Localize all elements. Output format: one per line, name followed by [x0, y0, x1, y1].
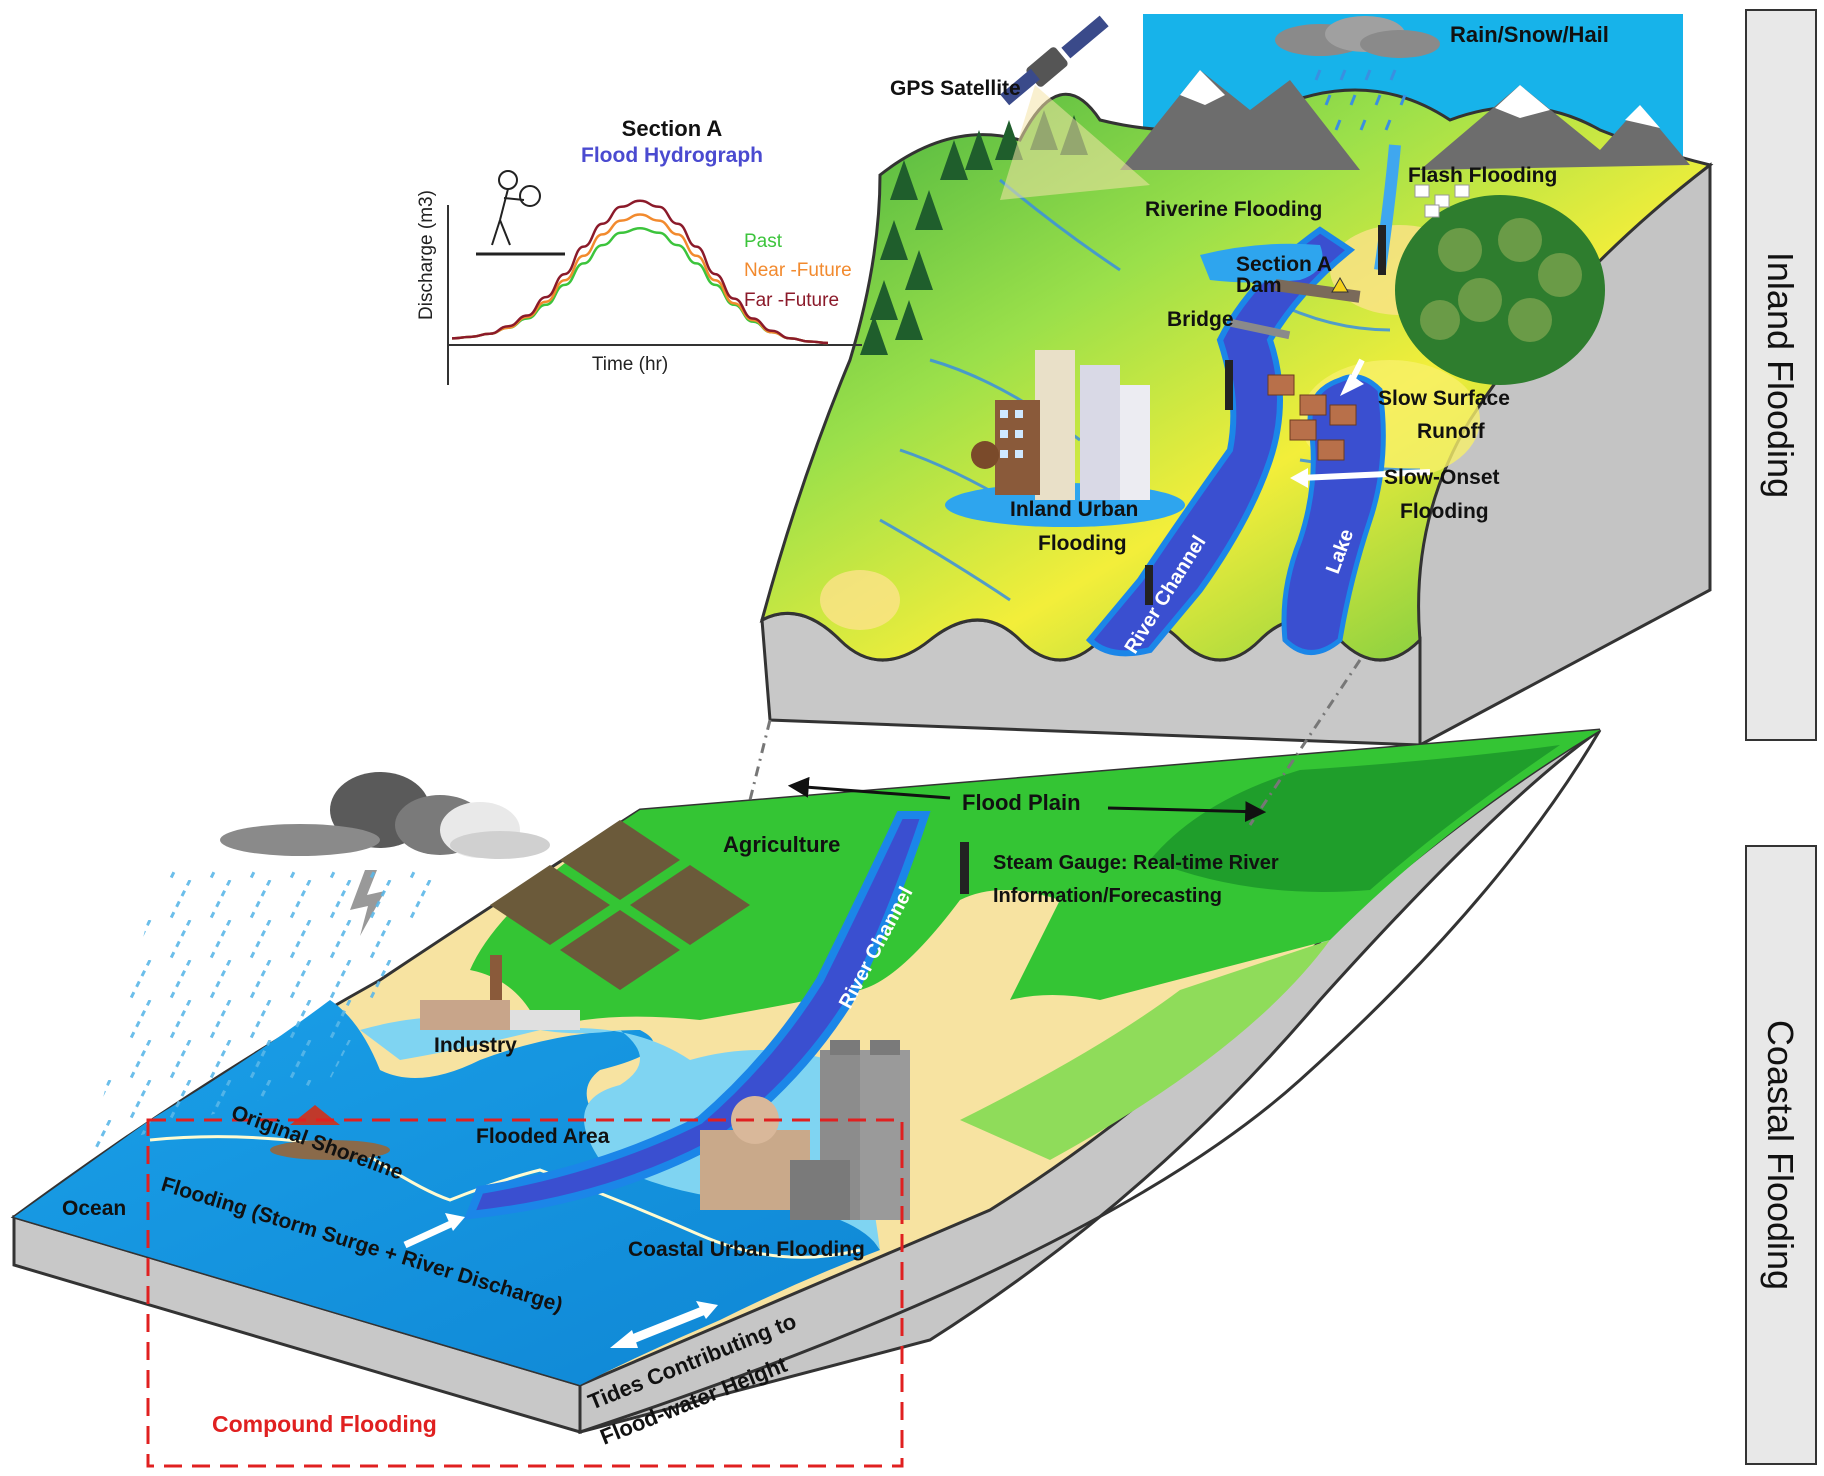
- inland-block: [759, 14, 1714, 748]
- side-panel-coastal-text: Coastal Flooding: [1760, 1020, 1801, 1290]
- label-compound: Compound Flooding: [212, 1411, 437, 1437]
- hydrograph-series-1: [451, 213, 829, 345]
- slow-onset-arrow: [1299, 469, 1431, 481]
- label-flash: Flash Flooding: [1408, 164, 1557, 187]
- label-stream-gauge-1: Steam Gauge: Real-time River: [993, 852, 1279, 874]
- legend-near-future: Near -Future: [744, 260, 852, 281]
- label-riverine: Riverine Flooding: [1145, 198, 1322, 221]
- side-panel-inland: Inland Flooding: [1745, 9, 1817, 741]
- hydrograph: Section A Flood Hydrograph Discharge (m3…: [416, 116, 862, 385]
- bridge: [1229, 318, 1291, 340]
- hydrograph-xlabel: Time (hr): [592, 354, 668, 375]
- hydrograph-lines: [451, 199, 829, 345]
- surge-arrow: [403, 1218, 457, 1249]
- label-dam: Dam: [1236, 274, 1282, 297]
- rain-cloud: [1275, 16, 1440, 131]
- storm-cloud: [90, 772, 550, 1150]
- label-flood-plain: Flood Plain: [962, 790, 1081, 815]
- label-agriculture: Agriculture: [723, 832, 840, 857]
- label-stream-gauge-2: Information/Forecasting: [993, 885, 1222, 907]
- label-rain: Rain/Snow/Hail: [1450, 22, 1609, 47]
- compound-flooding-box: [146, 1118, 904, 1468]
- houses-flash: [1414, 184, 1470, 218]
- gps-satellite-icon: [1000, 15, 1150, 200]
- label-slow-runoff-2: Runoff: [1417, 420, 1486, 443]
- dam: [1274, 279, 1361, 303]
- flood-plain-guide-left: [748, 719, 772, 801]
- tides-arrow: [623, 1305, 707, 1347]
- label-industry: Industry: [434, 1034, 517, 1057]
- label-slow-onset-2: Flooding: [1400, 500, 1489, 523]
- warning-icon: [1331, 276, 1349, 293]
- coastal-block: [10, 728, 1602, 1435]
- inland-city: [945, 350, 1185, 527]
- stream-gauge-sensor: [960, 842, 969, 894]
- label-slow-runoff-1: Slow Surface: [1378, 387, 1510, 410]
- label-coastal-urban: Coastal Urban Flooding: [628, 1238, 865, 1261]
- side-panel-inland-text: Inland Flooding: [1760, 252, 1801, 498]
- flood-plain-guide-right: [1248, 659, 1362, 826]
- inspector-person-icon: [476, 170, 565, 256]
- label-ocean: Ocean: [62, 1197, 126, 1220]
- hydrograph-subtitle: Flood Hydrograph: [581, 144, 763, 167]
- legend-past: Past: [744, 231, 783, 252]
- label-gps: GPS Satellite: [890, 77, 1021, 100]
- coastal-city: [700, 1040, 910, 1220]
- label-slow-onset-1: Slow-Onset: [1384, 466, 1500, 489]
- side-panel-coastal: Coastal Flooding: [1745, 845, 1817, 1465]
- hydrograph-ylabel: Discharge (m3): [416, 190, 437, 320]
- label-section-a: Section A: [1236, 253, 1332, 276]
- lake: [1281, 374, 1386, 655]
- mountains: [1120, 70, 1690, 170]
- hydrograph-series-2: [451, 199, 829, 345]
- label-inland-urban-2: Flooding: [1038, 532, 1127, 555]
- deciduous-forest: [1395, 195, 1605, 385]
- flood-plain-arrow-left: [787, 776, 951, 800]
- legend-far-future: Far -Future: [744, 290, 839, 311]
- lake-houses: [1267, 374, 1357, 461]
- agriculture-fields: [490, 820, 750, 990]
- river-channel-coastal: [463, 811, 931, 1220]
- flood-plain-arrow-right: [1107, 801, 1267, 823]
- hydrograph-title: Section A: [622, 116, 723, 141]
- label-bridge: Bridge: [1167, 308, 1234, 331]
- river-channel-inland: [1085, 226, 1356, 657]
- river-sensor: [1145, 225, 1386, 605]
- industry-factory: [420, 955, 580, 1030]
- reservoir: [1200, 243, 1323, 283]
- label-inland-urban-1: Inland Urban: [1010, 498, 1138, 521]
- label-flooded-area: Flooded Area: [476, 1125, 610, 1148]
